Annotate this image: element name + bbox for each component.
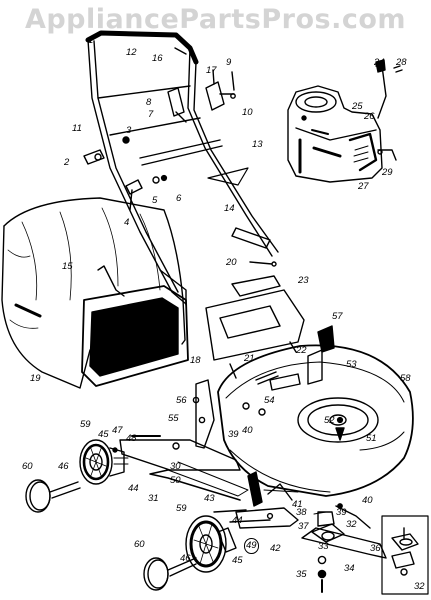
part-number-label: 2: [64, 157, 70, 168]
part-number-label: 50: [170, 475, 181, 486]
front-wheel: [185, 515, 237, 573]
part-number-label: 30: [170, 461, 181, 472]
part-number-label: 34: [344, 563, 355, 574]
part-number-label-circled: 49: [244, 538, 259, 554]
part-number-label: 20: [226, 257, 237, 268]
part-number-label: 38: [296, 507, 307, 518]
blade-assembly: [301, 503, 387, 593]
part-number-label: 41: [292, 499, 303, 510]
rear-wheel: [79, 439, 129, 485]
part-number-label: 32: [346, 519, 357, 530]
part-number-label: 55: [168, 413, 179, 424]
watermark: AppliancePartsPros.com: [24, 4, 407, 35]
part-number-label: 7: [148, 109, 154, 120]
part-number-label: 26: [364, 111, 375, 122]
part-number-label: 36: [370, 543, 381, 554]
part-number-label: 9: [226, 57, 232, 68]
blade-adapter-inset: [381, 515, 429, 595]
part-number-label: 45: [232, 555, 243, 566]
part-number-label: 45: [98, 429, 109, 440]
mower-deck: [217, 344, 414, 497]
part-number-label: 43: [204, 493, 215, 504]
upper-handle: [85, 30, 279, 305]
part-number-label: 44: [232, 515, 243, 526]
engine: [287, 59, 403, 183]
part-number-label: 46: [180, 553, 191, 564]
front-hubcap: [143, 557, 197, 591]
part-number-label: 3: [126, 125, 132, 136]
part-number-label: 33: [318, 541, 329, 552]
part-number-label: 39: [336, 507, 347, 518]
part-number-label: 24: [374, 57, 385, 68]
part-number-label: 51: [366, 433, 377, 444]
rear-hubcap: [25, 479, 81, 513]
part-number-label: 48: [126, 433, 137, 444]
part-number-label: 37: [298, 521, 309, 532]
part-number-label: 58: [400, 373, 411, 384]
part-number-label: 8: [146, 97, 152, 108]
part-number-label: 25: [352, 101, 363, 112]
part-number-label: 40: [242, 425, 253, 436]
part-number-label: 35: [296, 569, 307, 580]
part-number-label: 11: [72, 123, 82, 134]
part-number-label: 10: [242, 107, 253, 118]
part-number-label: 5: [152, 195, 158, 206]
part-number-label: 21: [244, 353, 255, 364]
part-number-label: 57: [332, 311, 343, 322]
part-number-label: 15: [62, 261, 73, 272]
part-number-label: 4: [124, 217, 130, 228]
part-number-label: 31: [148, 493, 159, 504]
part-number-label: 22: [296, 345, 307, 356]
part-number-label: 40: [362, 495, 373, 506]
part-number-label: 60: [134, 539, 145, 550]
part-number-label: 19: [30, 373, 41, 384]
part-number-label: 12: [126, 47, 137, 58]
part-number-label: 44: [128, 483, 139, 494]
part-number-label: 16: [152, 53, 163, 64]
handle-hardware: [83, 47, 277, 267]
part-number-label: 29: [382, 167, 393, 178]
part-number-label: 42: [270, 543, 281, 554]
part-number-label: 52: [324, 415, 335, 426]
part-number-label: 13: [252, 139, 263, 150]
part-number-label: 28: [396, 57, 407, 68]
lower-handle: [139, 139, 271, 306]
rear-axle-assembly: [119, 379, 249, 501]
front-axle-assembly: [213, 471, 299, 529]
part-number-label: 18: [190, 355, 201, 366]
part-number-label: 53: [346, 359, 357, 370]
part-number-label: 6: [176, 193, 182, 204]
part-number-label: 56: [176, 395, 187, 406]
part-number-label: 32: [414, 581, 425, 592]
part-number-label: 59: [80, 419, 91, 430]
part-number-label: 60: [22, 461, 33, 472]
part-number-label: 47: [112, 425, 123, 436]
part-number-label: 23: [298, 275, 309, 286]
part-number-label: 59: [176, 503, 187, 514]
bag-frame: [81, 265, 189, 387]
part-number-label: 27: [358, 181, 369, 192]
part-number-label: 39: [228, 429, 239, 440]
part-number-label: 14: [224, 203, 235, 214]
grass-bag: [1, 197, 186, 389]
part-number-label: 54: [264, 395, 275, 406]
part-number-label: 17: [206, 65, 217, 76]
part-number-label: 46: [58, 461, 69, 472]
part-number-label: 1: [88, 35, 94, 46]
